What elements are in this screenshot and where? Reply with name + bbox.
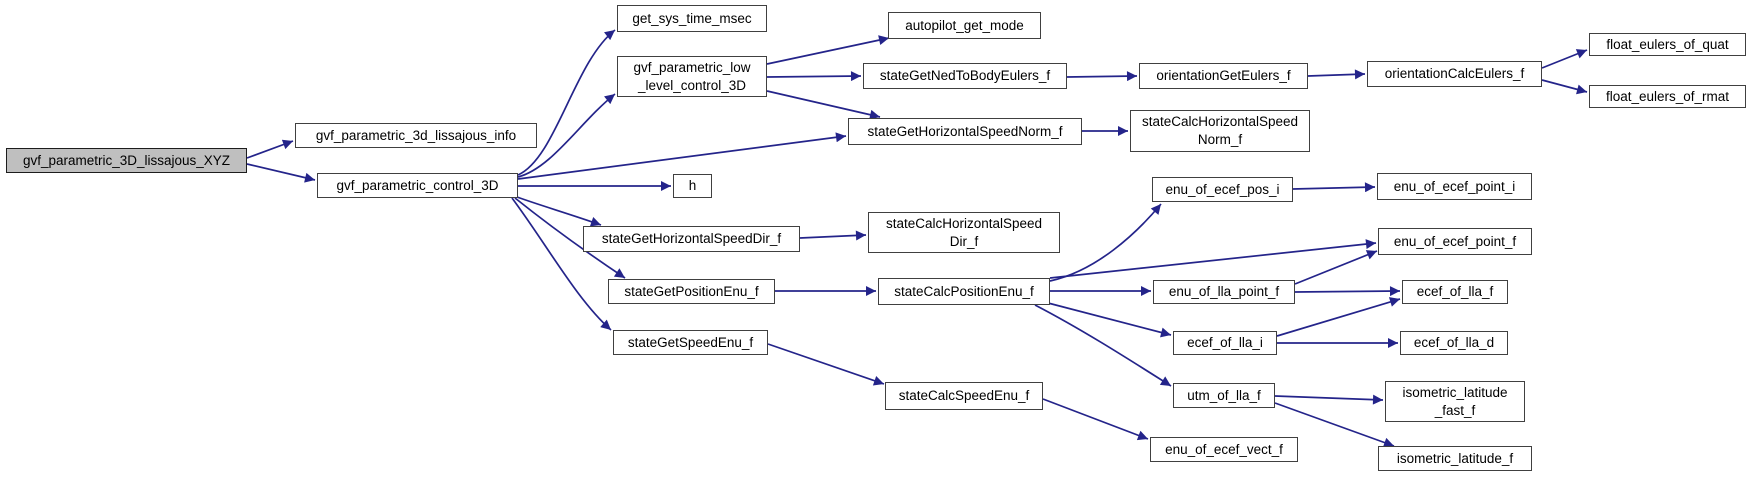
node-stateGetHorizontalSpeedDir-f[interactable]: stateGetHorizontalSpeedDir_f	[583, 226, 800, 252]
edge-orientget-orientcalc	[1307, 69, 1366, 80]
node-isometric-latitude-fast-f[interactable]: isometric_latitude _fast_f	[1385, 381, 1525, 422]
node-autopilot-get-mode[interactable]: autopilot_get_mode	[888, 12, 1041, 39]
edge-lowlevel-nedtobody	[766, 71, 862, 82]
node-gvf-parametric-3d-lissajous-info[interactable]: gvf_parametric_3d_lissajous_info	[295, 123, 537, 148]
node-stateCalcPositionEnu-f[interactable]: stateCalcPositionEnu_f	[878, 278, 1050, 305]
node-ecef-of-lla-f[interactable]: ecef_of_lla_f	[1402, 280, 1508, 304]
edge-posi-pointi	[1292, 182, 1376, 193]
edge-ecefllai-ecefllaf	[1276, 297, 1401, 337]
edge-calcpos-ecefllai	[1047, 302, 1172, 338]
node-float-eulers-of-rmat[interactable]: float_eulers_of_rmat	[1589, 85, 1746, 108]
node-gvf-parametric-control-3D[interactable]: gvf_parametric_control_3D	[317, 173, 518, 198]
edge-calcpos-pointf	[1049, 239, 1377, 279]
edge-calcspeed-vect	[1042, 398, 1149, 441]
node-stateGetHorizontalSpeedNorm-f[interactable]: stateGetHorizontalSpeedNorm_f	[848, 118, 1082, 145]
edge-root-info	[246, 139, 294, 159]
node-orientationGetEulers-f[interactable]: orientationGetEulers_f	[1139, 63, 1308, 89]
node-utm-of-lla-f[interactable]: utm_of_lla_f	[1173, 383, 1275, 408]
edge-control3d-norm	[517, 132, 847, 180]
node-stateCalcHorizontalSpeedNorm-f[interactable]: stateCalcHorizontalSpeed Norm_f	[1130, 110, 1310, 152]
edge-control3d-systime	[517, 29, 616, 176]
edge-orientcalc-quat	[1541, 49, 1588, 69]
edge-orientcalc-rmat	[1541, 79, 1588, 95]
edge-lowlevel-autopilot	[766, 35, 890, 65]
node-stateGetPositionEnu-f[interactable]: stateGetPositionEnu_f	[608, 279, 775, 304]
edge-root-control3d	[246, 163, 316, 183]
edge-llapointf-ecefllaf	[1294, 286, 1401, 297]
node-ecef-of-lla-i[interactable]: ecef_of_lla_i	[1173, 331, 1277, 355]
edge-control3d-lowlevel	[517, 93, 616, 178]
node-enu-of-ecef-point-i[interactable]: enu_of_ecef_point_i	[1377, 173, 1532, 200]
edge-calcpos-utm	[1034, 304, 1172, 387]
edge-control3d-dir	[516, 196, 602, 227]
node-stateCalcSpeedEnu-f[interactable]: stateCalcSpeedEnu_f	[885, 382, 1043, 410]
node-enu-of-ecef-vect-f[interactable]: enu_of_ecef_vect_f	[1150, 437, 1298, 462]
node-gvf-parametric-low-level-control-3D[interactable]: gvf_parametric_low _level_control_3D	[617, 56, 767, 97]
edge-control3d-getspeed	[511, 197, 612, 331]
node-enu-of-ecef-pos-i[interactable]: enu_of_ecef_pos_i	[1152, 177, 1293, 202]
edge-getspeed-calcspeed	[767, 343, 885, 386]
edge-nedtobody-orientget	[1066, 71, 1138, 82]
edge-dir-calcdir	[799, 230, 867, 241]
node-enu-of-ecef-point-f[interactable]: enu_of_ecef_point_f	[1378, 228, 1532, 255]
node-h[interactable]: h	[673, 174, 712, 198]
node-isometric-latitude-f[interactable]: isometric_latitude_f	[1378, 446, 1532, 471]
node-get-sys-time-msec[interactable]: get_sys_time_msec	[617, 5, 767, 32]
node-stateGetSpeedEnu-f[interactable]: stateGetSpeedEnu_f	[613, 330, 768, 355]
edge-utm-isof	[1274, 402, 1395, 448]
node-enu-of-lla-point-f[interactable]: enu_of_lla_point_f	[1153, 280, 1295, 304]
node-orientationCalcEulers-f[interactable]: orientationCalcEulers_f	[1367, 61, 1542, 87]
node-ecef-of-lla-d[interactable]: ecef_of_lla_d	[1400, 331, 1508, 355]
edge-calcpos-posi	[1049, 203, 1162, 282]
edge-lowlevel-norm	[766, 90, 881, 120]
edge-llapointf-pointf	[1294, 250, 1378, 285]
node-stateCalcHorizontalSpeedDir-f[interactable]: stateCalcHorizontalSpeed Dir_f	[868, 212, 1060, 253]
node-gvf-parametric-3D-lissajous-XYZ[interactable]: gvf_parametric_3D_lissajous_XYZ	[6, 148, 247, 173]
edge-control3d-getpos	[514, 197, 626, 279]
node-stateGetNedToBodyEulers-f[interactable]: stateGetNedToBodyEulers_f	[863, 63, 1067, 89]
edge-utm-isofast	[1274, 394, 1384, 405]
node-float-eulers-of-quat[interactable]: float_eulers_of_quat	[1589, 33, 1746, 56]
